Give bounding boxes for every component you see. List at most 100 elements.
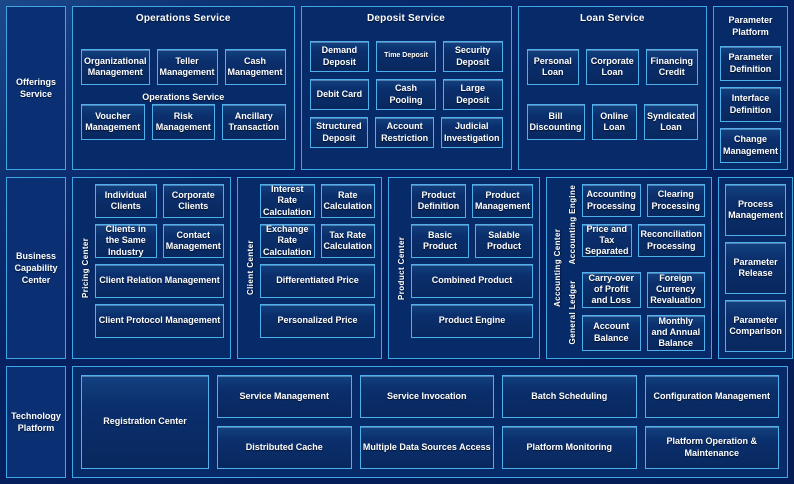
client-center-wrap: Client Center Interest Rate Calculation … (238, 178, 381, 358)
cell-interest-rate-calculation[interactable]: Interest Rate Calculation (260, 184, 315, 218)
cell-personal-loan[interactable]: Personal Loan (526, 49, 580, 85)
accounting-center-content: Accounting Engine Accounting Processing … (566, 184, 706, 353)
vertical-label-accounting-center: Accounting Center (553, 228, 563, 308)
technology-platform-row: Technology Platform Registration Center … (6, 366, 788, 478)
vertical-label-pricing-center: Pricing Center (81, 237, 90, 299)
cell-clients-in-the-same-industry[interactable]: Clients in the Same Industry (95, 224, 157, 258)
cell-process-management[interactable]: Process Management (725, 184, 787, 236)
cell-differentiated-price[interactable]: Differentiated Price (260, 264, 376, 298)
cell-basic-product[interactable]: Basic Product (411, 224, 470, 258)
cell-security-deposit[interactable]: Security Deposit (442, 41, 503, 72)
panel-title-parameter-platform: Parameter Platform (728, 15, 773, 38)
accounting-engine-section: Accounting Engine Accounting Processing … (566, 184, 706, 265)
cell-product-engine[interactable]: Product Engine (411, 304, 534, 338)
cell-cash-management[interactable]: Cash Management (224, 49, 286, 85)
cell-product-definition[interactable]: Product Definition (411, 184, 467, 218)
cell-teller-management[interactable]: Teller Management (156, 49, 218, 85)
cell-individual-clients[interactable]: Individual Clients (95, 184, 157, 218)
cell-bill-discounting[interactable]: Bill Discounting (526, 104, 585, 140)
cell-registration-center[interactable]: Registration Center (81, 375, 209, 469)
cell-voucher-management[interactable]: Voucher Management (81, 104, 145, 140)
cell-multiple-data-sources-access[interactable]: Multiple Data Sources Access (359, 426, 494, 469)
general-ledger-section: General Ledger Carry-over of Profit and … (566, 271, 706, 353)
cell-debit-card[interactable]: Debit Card (309, 79, 370, 110)
cell-ancillary-transaction[interactable]: Ancillary Transaction (222, 104, 286, 140)
cell-salable-product[interactable]: Salable Product (475, 224, 534, 258)
accounting-center-wrap: Accounting Center Accounting Engine Acco… (547, 178, 711, 358)
cell-client-relation-management[interactable]: Client Relation Management (95, 264, 224, 298)
accounting-engine-grid: Accounting Processing Clearing Processin… (582, 184, 706, 265)
cell-tax-rate-calculation[interactable]: Tax Rate Calculation (320, 224, 376, 258)
general-ledger-row-1: Carry-over of Profit and Loss Foreign Cu… (582, 271, 706, 308)
cell-batch-scheduling[interactable]: Batch Scheduling (502, 375, 637, 418)
cell-financing-credit[interactable]: Financing Credit (645, 49, 698, 85)
cell-personalized-price[interactable]: Personalized Price (260, 304, 376, 338)
cell-corporate-clients[interactable]: Corporate Clients (162, 184, 224, 218)
cell-parameter-definition[interactable]: Parameter Definition (720, 46, 781, 82)
cell-time-deposit[interactable]: Time Deposit (376, 41, 436, 72)
loan-service-grid-top: Personal Loan Corporate Loan Financing C… (526, 49, 698, 85)
cell-structured-deposit[interactable]: Structured Deposit (309, 117, 369, 148)
client-center-content: Interest Rate Calculation Rate Calculati… (260, 184, 376, 352)
technology-platform-grid: Service Management Service Invocation Ba… (217, 375, 779, 469)
product-center-pair-2: Basic Product Salable Product (411, 224, 534, 258)
cell-corporate-loan[interactable]: Corporate Loan (586, 49, 639, 85)
operations-service-grid-bottom: Voucher Management Risk Management Ancil… (81, 104, 286, 140)
cell-accounting-processing[interactable]: Accounting Processing (582, 184, 641, 217)
vertical-label-accounting-engine: Accounting Engine (568, 184, 578, 265)
cell-platform-monitoring[interactable]: Platform Monitoring (502, 426, 637, 469)
cell-account-balance[interactable]: Account Balance (582, 314, 641, 351)
accounting-engine-row-2: Price and Tax Separated Reconciliation P… (582, 224, 706, 257)
cell-parameter-comparison[interactable]: Parameter Comparison (725, 300, 787, 352)
business-capability-center-row: Business Capability Center Pricing Cente… (6, 177, 794, 359)
cell-rate-calculation[interactable]: Rate Calculation (320, 184, 376, 218)
group-client-center: Client Center Interest Rate Calculation … (237, 177, 383, 359)
accounting-engine-row-1: Accounting Processing Clearing Processin… (582, 184, 706, 217)
cell-large-deposit[interactable]: Large Deposit (442, 79, 503, 110)
group-body-loan-service: Personal Loan Corporate Loan Financing C… (519, 28, 706, 169)
cell-organizational-management[interactable]: Organizational Management (81, 49, 150, 85)
cell-platform-operation-maintenance[interactable]: Platform Operation & Maintenance (644, 426, 779, 469)
cell-judicial-investigation[interactable]: Judicial Investigation (441, 117, 503, 148)
group-technology-platform: Registration Center Service Management S… (72, 366, 788, 478)
cell-online-loan[interactable]: Online Loan (591, 104, 637, 140)
loan-service-grid-bottom: Bill Discounting Online Loan Syndicated … (526, 104, 698, 140)
product-center-content: Product Definition Product Management Ba… (411, 184, 534, 352)
cell-syndicated-loan[interactable]: Syndicated Loan (643, 104, 698, 140)
cell-contact-management[interactable]: Contact Management (162, 224, 224, 258)
group-body-operations-service: Organizational Management Teller Managem… (73, 28, 294, 169)
cell-clearing-processing[interactable]: Clearing Processing (646, 184, 706, 217)
cell-configuration-management[interactable]: Configuration Management (644, 375, 779, 418)
cell-parameter-release[interactable]: Parameter Release (725, 242, 787, 294)
group-loan-service: Loan Service Personal Loan Corporate Loa… (517, 6, 707, 170)
cell-service-invocation[interactable]: Service Invocation (359, 375, 494, 418)
cell-risk-management[interactable]: Risk Management (151, 104, 216, 140)
offerings-service-row: Offerings Service Operations Service Ope… (6, 6, 788, 170)
cell-interface-definition[interactable]: Interface Definition (720, 87, 781, 123)
group-title-deposit-service: Deposit Service (367, 13, 446, 24)
deposit-service-grid-3: Structured Deposit Account Restriction J… (309, 117, 503, 148)
pricing-center-pair-2: Clients in the Same Industry Contact Man… (95, 224, 224, 258)
deposit-service-grid-2: Debit Card Cash Pooling Large Deposit (309, 79, 503, 110)
cell-price-and-tax-separated[interactable]: Price and Tax Separated (582, 224, 632, 257)
client-center-pair-1: Interest Rate Calculation Rate Calculati… (260, 184, 376, 218)
cell-combined-product[interactable]: Combined Product (411, 264, 534, 298)
group-title-loan-service: Loan Service (579, 13, 645, 24)
cell-reconciliation-processing[interactable]: Reconciliation Processing (637, 224, 706, 257)
cell-exchange-rate-calculation[interactable]: Exchange Rate Calculation (260, 224, 315, 258)
cell-account-restriction[interactable]: Account Restriction (375, 117, 435, 148)
cell-client-protocol-management[interactable]: Client Protocol Management (95, 304, 224, 338)
client-center-pair-2: Exchange Rate Calculation Tax Rate Calcu… (260, 224, 376, 258)
panel-parameter-platform-bottom: Process Management Parameter Release Par… (718, 177, 794, 359)
cell-product-management[interactable]: Product Management (472, 184, 534, 218)
cell-monthly-and-annual-balance[interactable]: Monthly and Annual Balance (646, 314, 706, 351)
cell-foreign-currency-revaluation[interactable]: Foreign Currency Revaluation (646, 271, 706, 308)
cell-carry-over-of-profit-and-loss[interactable]: Carry-over of Profit and Loss (582, 271, 641, 308)
cell-cash-pooling[interactable]: Cash Pooling (376, 79, 436, 110)
cell-distributed-cache[interactable]: Distributed Cache (217, 426, 352, 469)
group-operations-service: Operations Service Operations Service Or… (72, 6, 295, 170)
cell-service-management[interactable]: Service Management (217, 375, 352, 418)
cell-change-management[interactable]: Change Management (720, 128, 781, 163)
cell-demand-deposit[interactable]: Demand Deposit (309, 41, 370, 72)
pricing-center-content: Individual Clients Corporate Clients Cli… (95, 184, 224, 352)
